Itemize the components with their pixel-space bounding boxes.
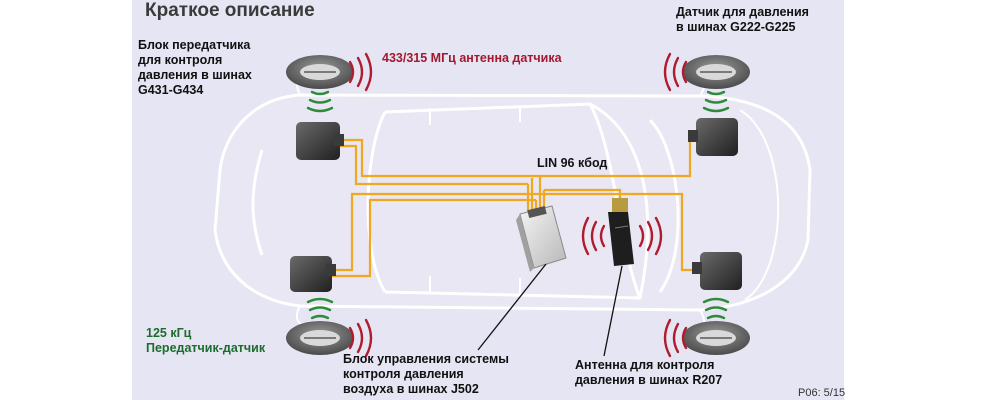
wheel-sensor-rear-right xyxy=(682,321,750,355)
transmitter-module-front-right xyxy=(688,118,738,156)
page-number: P06: 5/15 xyxy=(798,387,846,399)
control-unit-icon xyxy=(516,205,567,272)
lf-waves xyxy=(306,90,730,320)
label-antenna-r207: Антенна для контроля давления в шинах R2… xyxy=(575,358,723,387)
label-control-unit: Блок управления системы контроля давлени… xyxy=(343,352,509,396)
wheel-sensor-rear-left xyxy=(286,321,354,355)
transmitter-module-front-left xyxy=(296,122,344,160)
wheel-sensor-front-left xyxy=(286,55,354,89)
label-transmitter-block: Блок передатчика для контроля давления в… xyxy=(138,38,252,97)
radio-waves xyxy=(348,52,688,358)
label-pressure-sensor: Датчик для давления в шинах G222-G225 xyxy=(676,5,809,34)
antenna-icon xyxy=(608,198,634,266)
label-antenna-frequency: 433/315 МГц антенна датчика xyxy=(382,51,562,65)
label-lf-frequency: 125 кГц Передатчик-датчик xyxy=(146,326,266,355)
label-lin-bus: LIN 96 кбод xyxy=(537,156,608,170)
transmitter-module-rear-left xyxy=(290,256,336,292)
transmitter-module-rear-right xyxy=(692,252,742,290)
leader-lines xyxy=(477,263,623,357)
page-title: Краткое описание xyxy=(145,0,315,21)
car-outline xyxy=(213,72,812,331)
wheel-sensor-front-right xyxy=(682,55,750,89)
